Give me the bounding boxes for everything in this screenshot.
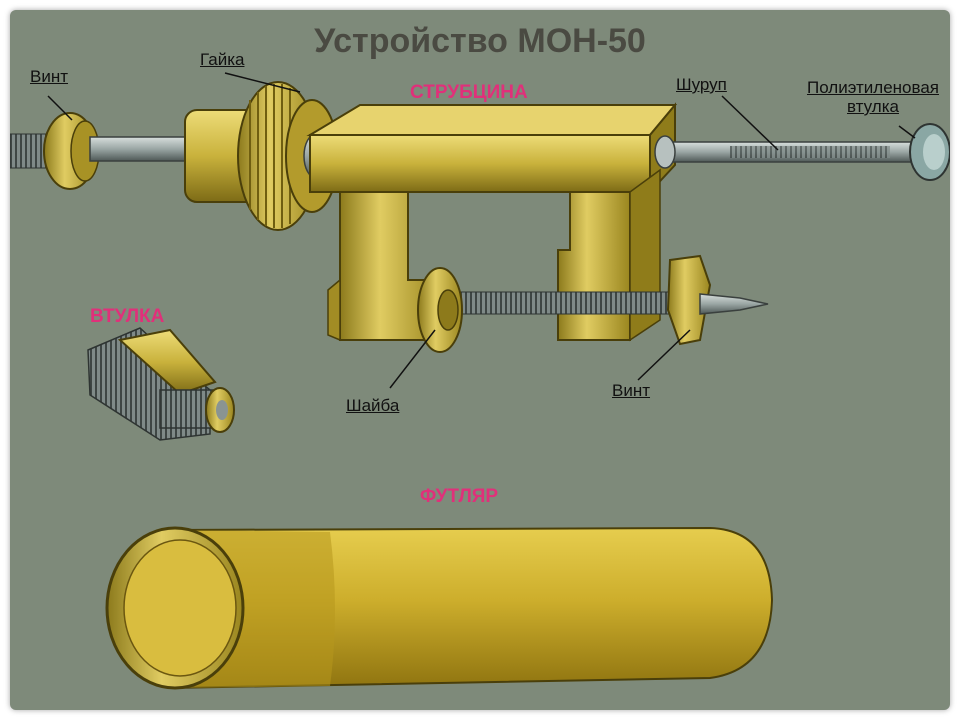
- label-screw-bottom: Винт: [612, 381, 651, 400]
- screw-tip: [699, 293, 769, 315]
- label-polyethylene-line1: Полиэтиленовая: [806, 78, 939, 97]
- label-polyethylene-sleeve: Полиэтиленовая втулка: [788, 78, 950, 116]
- caption-sleeve: ВТУЛКА: [90, 306, 165, 327]
- lower-screw-thread: [439, 291, 681, 315]
- leader-lines: [47, 72, 916, 389]
- label-polyethylene-line2: втулка: [847, 97, 899, 116]
- clamp-right-leg: [557, 191, 631, 341]
- slide: Устройство МОН-50 Винт Гайка Шуруп Полиэ…: [10, 10, 950, 710]
- sleeve-part: [87, 327, 235, 441]
- caption-clamp: СТРУБЦИНА: [410, 82, 528, 103]
- page-title: Устройство МОН-50: [314, 22, 646, 60]
- label-nut: Гайка: [200, 50, 245, 69]
- label-wood-screw: Шуруп: [676, 75, 727, 94]
- label-washer: Шайба: [346, 396, 400, 415]
- caption-case: ФУТЛЯР: [420, 486, 499, 507]
- mon50-illustration: [10, 72, 950, 690]
- wing-screw: [666, 254, 712, 346]
- label-screw-top: Винт: [30, 67, 69, 86]
- clamp-top-bar: [306, 104, 678, 136]
- case-part: [105, 526, 774, 690]
